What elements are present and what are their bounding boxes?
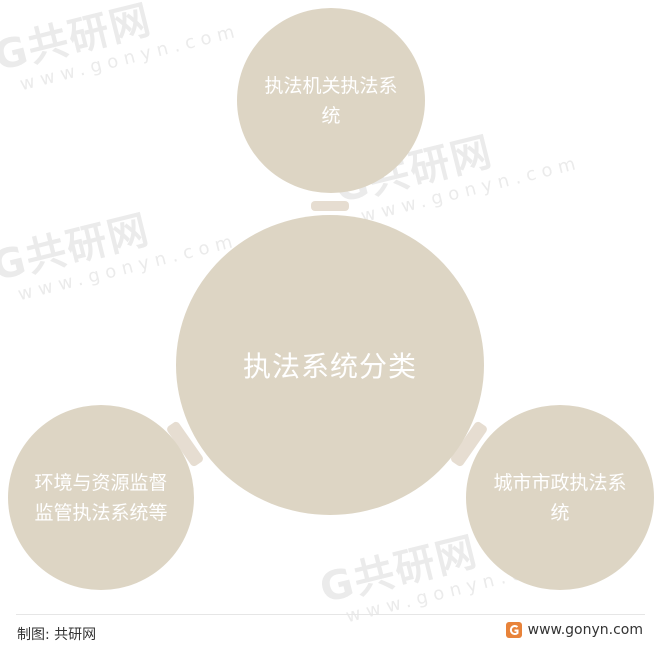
node-center: 执法系统分类 [176, 215, 484, 515]
node-top-label: 执法机关执法系统 [264, 74, 398, 127]
node-right-label: 城市市政执法系统 [493, 471, 627, 524]
node-top: 执法机关执法系统 [237, 8, 425, 193]
watermark-brand: G共研网 [0, 0, 157, 81]
node-right: 城市市政执法系统 [466, 405, 654, 590]
watermark: G共研网 www.gonyn.com [0, 0, 242, 99]
node-center-label: 执法系统分类 [242, 350, 417, 383]
footer-divider [16, 614, 645, 615]
gonyn-logo-icon [505, 622, 522, 638]
footer-website[interactable]: www.gonyn.com [505, 622, 643, 638]
node-left: 环境与资源监督监管执法系统等 [8, 405, 194, 590]
watermark-domain: www.gonyn.com [17, 20, 243, 96]
watermark-brand: G共研网 [0, 206, 155, 291]
connector-top [311, 201, 349, 211]
footer-website-text: www.gonyn.com [527, 622, 643, 638]
node-left-label: 环境与资源监督监管执法系统等 [34, 471, 168, 524]
footer-source: 制图: 共研网 [17, 627, 97, 643]
